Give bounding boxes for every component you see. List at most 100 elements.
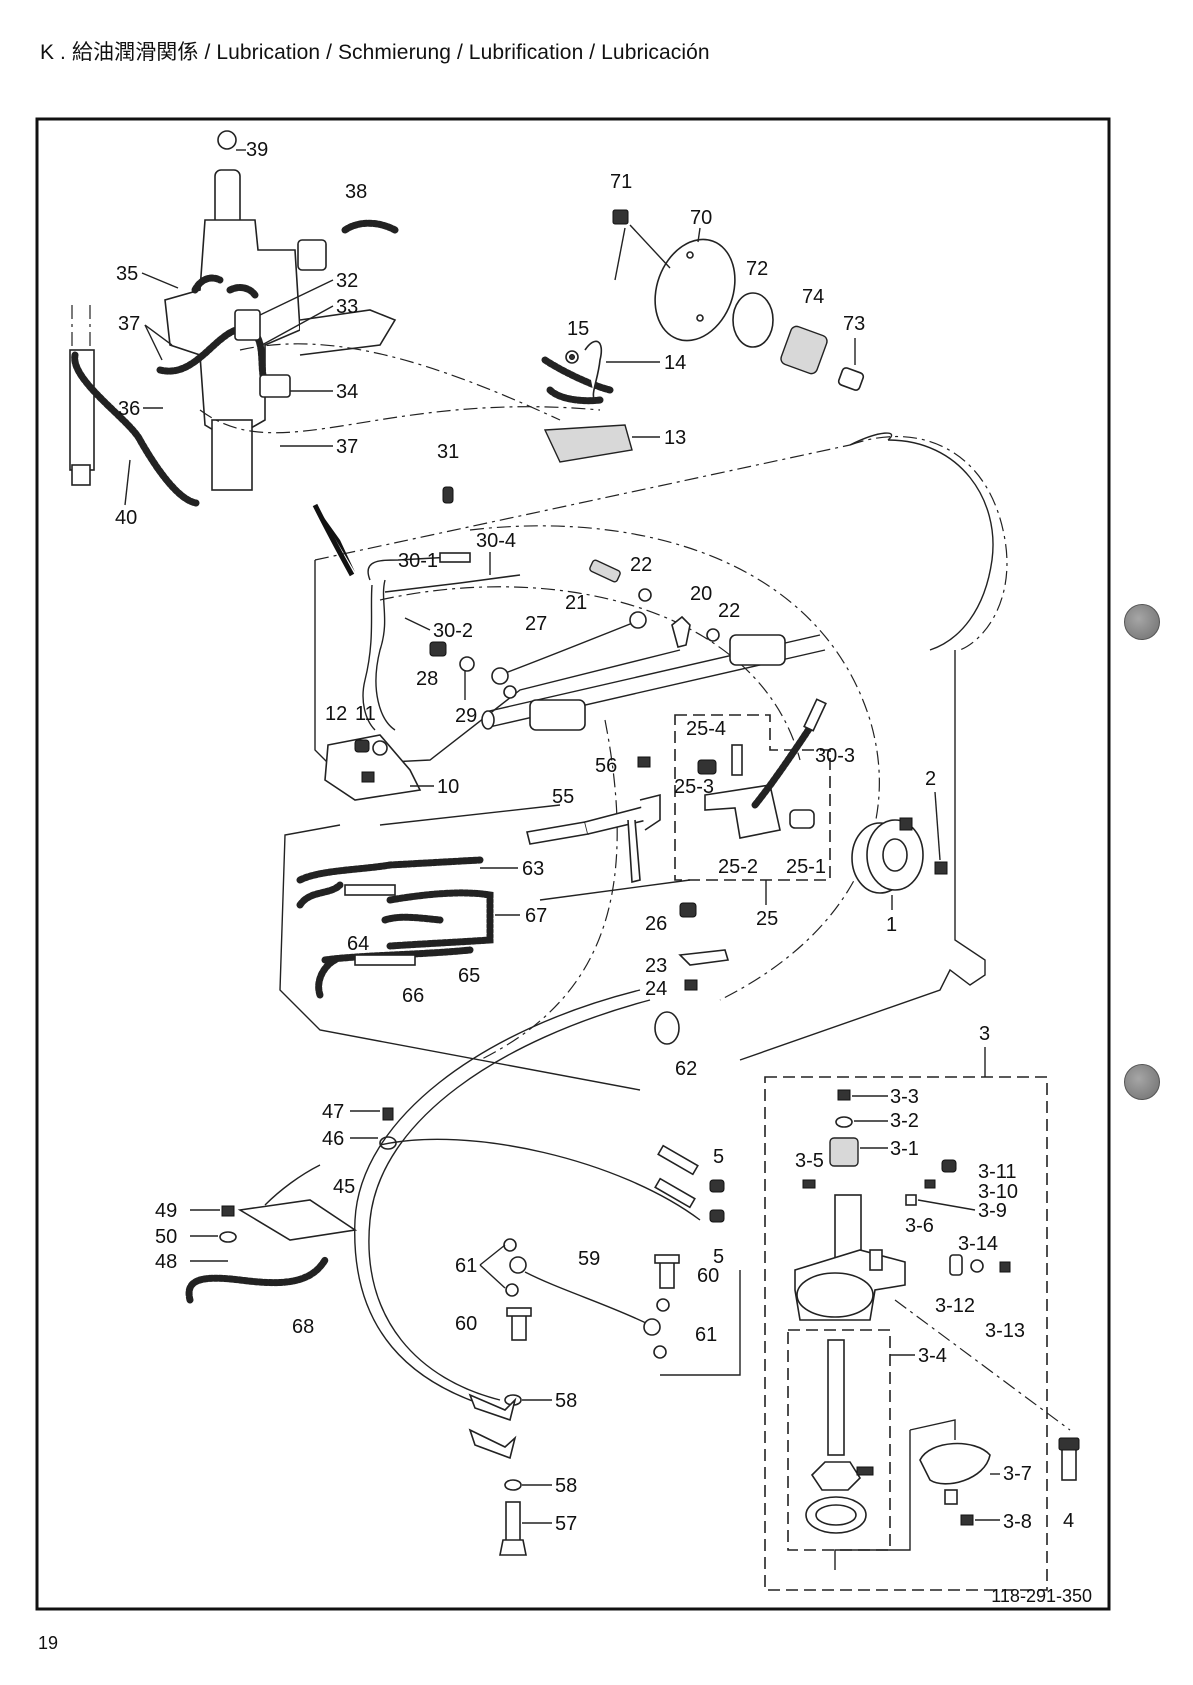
- label-22b: 22: [718, 600, 740, 622]
- label-25-2: 25-2: [718, 856, 758, 878]
- label-63: 63: [522, 858, 544, 880]
- needle-bar-assembly: 39: [69, 130, 601, 507]
- label-50: 50: [155, 1226, 177, 1248]
- label-5b: 5: [713, 1246, 724, 1268]
- pulley-1: 2 1: [851, 768, 948, 936]
- label-66: 66: [402, 985, 424, 1007]
- label-3-1: 3-1: [890, 1138, 919, 1160]
- label-24: 24: [645, 978, 667, 1000]
- label-37a: 37: [118, 313, 140, 335]
- page-title: K . 給油潤滑関係 / Lubrication / Schmierung / …: [40, 41, 710, 64]
- label-3-6: 3-6: [905, 1215, 934, 1237]
- label-3-4: 3-4: [918, 1345, 947, 1367]
- label-5a: 5: [713, 1146, 724, 1168]
- label-40: 40: [115, 507, 137, 529]
- label-3-11: 3-11: [978, 1161, 1017, 1183]
- label-73: 73: [843, 313, 865, 335]
- label-45: 45: [333, 1176, 355, 1198]
- label-25: 25: [756, 908, 778, 930]
- label-20: 20: [690, 583, 712, 605]
- label-56: 56: [595, 755, 617, 777]
- label-49: 49: [155, 1200, 177, 1222]
- label-31: 31: [437, 441, 459, 463]
- label-60b: 60: [455, 1313, 477, 1335]
- label-48: 48: [155, 1251, 177, 1273]
- label-30-2: 30-2: [433, 620, 473, 642]
- page-number: 19: [38, 1633, 59, 1653]
- label-10: 10: [437, 776, 459, 798]
- document-code: 118-291-350: [991, 1586, 1092, 1606]
- label-59: 59: [578, 1248, 600, 1270]
- label-72: 72: [746, 258, 768, 280]
- label-61b: 61: [695, 1324, 717, 1346]
- label-3: 3: [979, 1023, 990, 1045]
- label-37b: 37: [336, 436, 358, 458]
- label-36: 36: [118, 398, 140, 420]
- oil-tube-group: 31 30-1 30-4 30-2 21 22 20 22 27 28 29: [362, 441, 740, 731]
- label-55: 55: [552, 786, 574, 808]
- label-3-8: 3-8: [1003, 1511, 1032, 1533]
- diagram-frame: [35, 117, 1111, 1611]
- label-71: 71: [610, 171, 632, 193]
- label-32: 32: [336, 270, 358, 292]
- label-26: 26: [645, 913, 667, 935]
- label-28: 28: [416, 668, 438, 690]
- label-74: 74: [802, 286, 824, 308]
- label-34: 34: [336, 381, 358, 403]
- label-30-1: 30-1: [398, 550, 438, 572]
- label-60a: 60: [697, 1265, 719, 1287]
- label-30-3: 30-3: [815, 745, 855, 767]
- label-25-1: 25-1: [786, 856, 826, 878]
- label-23: 23: [645, 955, 667, 977]
- label-65: 65: [458, 965, 480, 987]
- label-15: 15: [567, 318, 589, 340]
- label-3-13: 3-13: [985, 1320, 1025, 1342]
- oil-wick-13-15: [541, 340, 633, 463]
- label-30-4: 30-4: [476, 530, 516, 552]
- label-35: 35: [116, 263, 138, 285]
- oil-pump-group-3: 3 3-3 3-2 3-1 3-5 3-6 3-11 3-10 3-9 3-14…: [764, 1023, 1048, 1591]
- oil-tube-57-61: 61 61 59 60 60 58 58 57: [455, 1238, 719, 1556]
- shaft-55-56: 56 55: [526, 755, 661, 884]
- label-58b: 58: [555, 1475, 577, 1497]
- oil-tray-10: 12 11 10: [324, 703, 459, 801]
- oil-pump-group-25: 25-4 25-3 25-2 25-1 30-3 25: [674, 698, 855, 930]
- label-70: 70: [690, 207, 712, 229]
- label-25-4: 25-4: [686, 718, 726, 740]
- label-22a: 22: [630, 554, 652, 576]
- label-39: 39: [246, 139, 268, 161]
- label-3-5: 3-5: [795, 1150, 824, 1172]
- label-29: 29: [455, 705, 477, 727]
- label-12: 12: [325, 703, 347, 725]
- wick-group-63-67: 63 67 64 65 66: [296, 856, 547, 1007]
- label-11: 11: [355, 703, 376, 725]
- label-13: 13: [664, 427, 686, 449]
- label-14: 14: [664, 352, 686, 374]
- oil-plate-45: 47 46 49 50 48 45 68: [155, 1101, 397, 1338]
- label-3-3: 3-3: [890, 1086, 919, 1108]
- label-64: 64: [347, 933, 369, 955]
- label-58a: 58: [555, 1390, 577, 1412]
- label-3-14: 3-14: [958, 1233, 998, 1255]
- label-3-2: 3-2: [890, 1110, 919, 1132]
- binder-tab-marker: [1124, 1064, 1160, 1100]
- label-3-7: 3-7: [1003, 1463, 1032, 1485]
- label-3-10: 3-10: [978, 1181, 1018, 1203]
- label-25-3: 25-3: [674, 776, 714, 798]
- label-68: 68: [292, 1316, 314, 1338]
- label-67: 67: [525, 905, 547, 927]
- label-61a: 61: [455, 1255, 477, 1277]
- oil-cap-70-74: 71 70 72 74 73: [610, 171, 865, 391]
- label-33: 33: [336, 296, 358, 318]
- label-2: 2: [925, 768, 936, 790]
- label-47: 47: [322, 1101, 344, 1123]
- label-1: 1: [886, 914, 897, 936]
- label-62: 62: [675, 1058, 697, 1080]
- label-27: 27: [525, 613, 547, 635]
- label-3-12: 3-12: [935, 1295, 975, 1317]
- binder-tab-marker: [1124, 604, 1160, 640]
- label-46: 46: [322, 1128, 344, 1150]
- main-shaft: [481, 634, 826, 731]
- label-57: 57: [555, 1513, 577, 1535]
